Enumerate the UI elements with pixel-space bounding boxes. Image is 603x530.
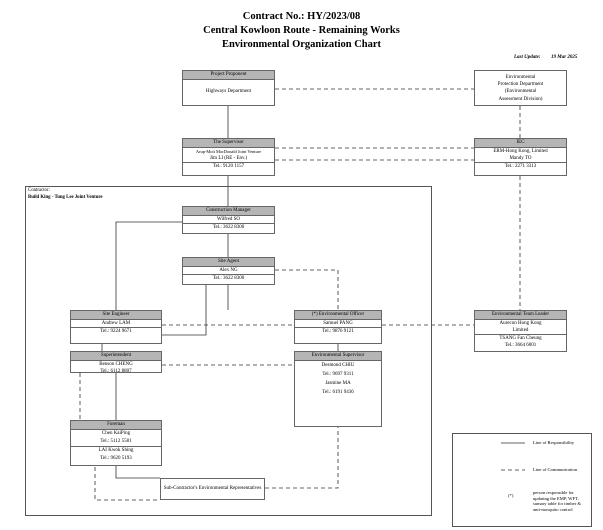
site-engineer-name: Andrew LAM xyxy=(101,320,131,326)
environmental-officer-name: Samuel PANG xyxy=(323,320,353,326)
es-phone-2: Tel.: 6191 9436 xyxy=(322,389,354,395)
iec-person: Mandy TO xyxy=(509,155,532,161)
supervisor-company: Arup-Mott MacDonald Joint Venture xyxy=(195,148,262,154)
contractor-frame xyxy=(25,186,432,516)
es-person-2: Jasmine MA xyxy=(325,380,351,386)
epd-line-4: Assessment Division) xyxy=(498,96,543,102)
foreman-title: Foreman xyxy=(71,421,161,430)
supervisor-phone: Tel.: 9120 1157 xyxy=(183,161,274,170)
communication-lines xyxy=(79,88,525,501)
contractor-name: Build King - Tung Lee Joint Venture xyxy=(28,195,103,200)
environmental-officer-title: (*) Environmental Officer xyxy=(295,311,381,320)
etl-person: TSANG Fan Cheung xyxy=(475,333,566,342)
last-update-date: 19 Mar 2025 xyxy=(551,55,578,60)
site-agent-phone: Tel.: 3622 8300 xyxy=(183,273,274,282)
foreman-person-1: Chen KaiPing xyxy=(101,430,131,436)
supervisor-box: The Supervisor Arup-Mott MacDonald Joint… xyxy=(182,138,275,176)
legend-responsibility-label: Line of Responsibility xyxy=(533,440,575,445)
foreman-phone-2: Tel.: 9620 5193 xyxy=(100,455,132,461)
superintendent-title: Superintendent xyxy=(71,352,161,361)
epd-line-3: (Environmental xyxy=(504,89,537,95)
etl-company-line-2: Limited xyxy=(512,327,529,333)
construction-manager-name: Wilfred SO xyxy=(217,216,240,222)
sub-contractor-label: Sub-Contractor's Environmental Represent… xyxy=(163,486,262,491)
foreman-box: Foreman Chen KaiPing Tel.: 5112 5581 LAI… xyxy=(70,420,162,466)
supervisor-title: The Supervisor xyxy=(183,139,274,148)
legend-star-symbol: (*) xyxy=(508,493,514,498)
contractor-label: Contractor: xyxy=(28,188,50,193)
iec-phone: Tel.: 2271 3313 xyxy=(475,161,566,170)
iec-title: IEC xyxy=(475,139,566,148)
epd-line-2: Protection Department xyxy=(497,82,544,88)
highways-department: Highways Department xyxy=(205,88,252,94)
legend-communication-label: Line of Communication xyxy=(533,467,578,472)
environmental-supervisor-title: Environmental Supervisor xyxy=(295,352,381,361)
site-agent-box: Site Agent Alex NG Tel.: 3622 8300 xyxy=(182,257,275,285)
etl-phone: Tel.: 3664 6001 xyxy=(504,343,537,349)
site-engineer-phone: Tel.: 9224 9671 xyxy=(71,326,161,335)
legend-box xyxy=(452,433,592,527)
construction-manager-phone: Tel.: 3622 8300 xyxy=(183,222,274,231)
superintendent-phone: Tel.: 6112 8807 xyxy=(100,368,132,374)
es-person-1: Desmond CHIU xyxy=(321,362,355,368)
supervisor-person: Jim LI (RE - Env.) xyxy=(209,155,248,161)
last-update-label: Last Update: xyxy=(514,55,541,60)
etl-company-line-1: Aurecon Hong Kong xyxy=(499,320,542,326)
environmental-supervisor-box: Environmental Supervisor Desmond CHIU Te… xyxy=(294,351,382,427)
project-proponent-title: Project Proponent xyxy=(183,71,274,80)
site-agent-title: Site Agent xyxy=(183,258,274,267)
project-name-title: Central Kowloon Route - Remaining Works xyxy=(203,25,400,36)
construction-manager-box: Construction Manager Wilfred SO Tel.: 36… xyxy=(182,206,275,234)
superintendent-name: Benson CHENG xyxy=(99,361,133,367)
sub-contractor-box: Sub-Contractor's Environmental Represent… xyxy=(160,478,265,500)
environmental-team-leader-title: Environmental Team Leader xyxy=(475,311,566,320)
epd-line-1: Environmental xyxy=(505,75,536,80)
environmental-officer-box: (*) Environmental Officer Samuel PANG Te… xyxy=(294,310,382,344)
superintendent-box: Superintendent Benson CHENG Tel.: 6112 8… xyxy=(70,351,162,374)
site-engineer-box: Site Engineer Andrew LAM Tel.: 9224 9671 xyxy=(70,310,162,344)
project-proponent-box: Project Proponent Highways Department xyxy=(182,70,275,106)
contract-number-title: Contract No.: HY/2023/08 xyxy=(242,11,361,22)
foreman-phone-1: Tel.: 5112 5581 xyxy=(100,438,132,444)
construction-manager-title: Construction Manager xyxy=(183,207,274,216)
legend-star-note: person responsible for updating the EMP,… xyxy=(533,490,581,512)
site-agent-name: Alex NG xyxy=(219,267,238,273)
iec-company: ERM-Hong Kong, Limited xyxy=(493,148,548,154)
environmental-team-leader-box: Environmental Team Leader Aurecon Hong K… xyxy=(474,310,567,352)
site-engineer-title: Site Engineer xyxy=(71,311,161,320)
es-phone-1: Tel.: 9697 9311 xyxy=(322,371,354,377)
environmental-officer-phone: Tel.: 9876 9121 xyxy=(295,326,381,335)
chart-title: Environmental Organization Chart xyxy=(221,39,382,50)
iec-box: IEC ERM-Hong Kong, Limited Mandy TO Tel.… xyxy=(474,138,567,176)
foreman-person-2: LAI Kwok Shing xyxy=(71,445,161,455)
epd-box: Environmental Protection Department (Env… xyxy=(474,70,567,106)
